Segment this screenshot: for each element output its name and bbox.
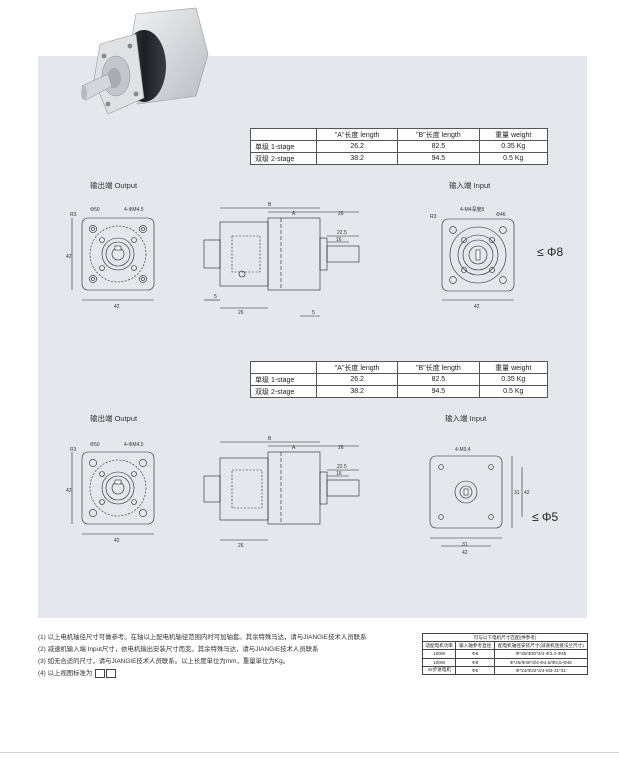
dim-22-5-top: 22.5 xyxy=(337,230,347,236)
dim-b-top: B xyxy=(268,202,272,208)
dim-31-v-bottom: 31 xyxy=(514,490,520,496)
dim-16-top: 16 xyxy=(336,237,342,243)
dim-26-side-top: 26 xyxy=(238,310,244,316)
dim-a-top: A xyxy=(292,211,296,217)
table-row: 100W Φ8 Φ*25/Φ30*3/4-Φ3.4-Φ45 xyxy=(421,649,589,659)
spec-table-top: "A"长度 length "B"长度 length 重量 weight 单级 1… xyxy=(250,128,549,165)
table-header-row: 适配电机功率 输入轴参考直径 配电机轴径安装尺寸(减速机连接法兰尺寸) xyxy=(421,641,589,651)
dim-phi50-top: Φ50 xyxy=(90,207,100,213)
table-cell: Φ*25/Φ30*3/4-Φ3.4-Φ45 xyxy=(493,649,589,659)
note-1: (1) 以上电机轴径尺寸可做参考。在轴以上配电机轴径范围内时可加轴套。其余特殊马… xyxy=(38,634,367,641)
projection-symbol-icon xyxy=(95,668,106,678)
table-header-cell: 配电机轴径安装尺寸(减速机连接法兰尺寸) xyxy=(493,641,589,651)
table-row: 双级 2-stage 38.2 94.5 0.5 Kg xyxy=(250,385,549,398)
table-cell: 0.5 Kg xyxy=(478,152,549,165)
output-front-view-top xyxy=(71,217,155,301)
dim-26-side-bottom: 26 xyxy=(238,543,244,549)
table-cell: 100W xyxy=(421,649,457,659)
table-title-row: 可与以下电机尺寸匹配(供参考) xyxy=(422,632,588,643)
table-header-cell: 输入轴参考直径 xyxy=(455,641,495,651)
dim-5b-top: 5 xyxy=(312,310,315,316)
spec-table-bottom: "A"长度 length "B"长度 length 重量 weight 单级 1… xyxy=(250,361,549,398)
table-cell: 双级 2-stage xyxy=(250,152,317,165)
table-cell: 42步进电机 xyxy=(421,665,457,675)
table-cell: Φ8 xyxy=(455,649,495,659)
table-row: 42步进电机 Φ5 Φ*24/Φ22*2/4-M3-31*31 xyxy=(421,665,589,675)
dim-r3-in-top: R3 xyxy=(430,214,437,220)
gearbox-product-image xyxy=(81,7,209,115)
dim-42-v-bottom: 42 xyxy=(524,490,530,496)
dim-holes-in-bottom: 4-M3.4 xyxy=(455,447,471,453)
dim-b-bottom: B xyxy=(268,436,272,442)
table-row: 单级 1-stage 26.2 82.5 0.35 Kg xyxy=(250,140,549,153)
footer-divider xyxy=(0,752,619,753)
dim-31-bottom: 31 xyxy=(462,542,468,548)
note-4: (4) 以上视图标准为 xyxy=(38,668,418,680)
table-row: 单级 1-stage 26.2 82.5 0.35 Kg xyxy=(250,373,549,386)
table-cell: Φ5 xyxy=(455,665,495,675)
note-3: (3) 如无合适的尺寸，请与JIANGIE技术人员联系。以上长度单位为mm，重量… xyxy=(38,658,290,665)
dim-26-top: 26 xyxy=(338,211,344,217)
projection-view-icon xyxy=(106,668,117,678)
dim-26-bottom: 26 xyxy=(338,445,344,451)
output-label-top: 输出端 Output xyxy=(90,181,138,190)
dim-16-bottom: 16 xyxy=(336,471,342,477)
input-front-view-top xyxy=(441,218,515,301)
table-cell: Φ*24/Φ22*2/4-M3-31*31 xyxy=(493,665,589,675)
table-row: 双级 2-stage 38.2 94.5 0.5 Kg xyxy=(250,152,549,165)
side-view-top xyxy=(203,207,360,317)
motor-adaptation-table: 可与以下电机尺寸匹配(供参考) 适配电机功率 输入轴参考直径 配电机轴径安装尺寸… xyxy=(421,632,589,675)
table-cell: 100W xyxy=(421,657,457,667)
notes: (1) 以上电机轴径尺寸可做参考。在轴以上配电机轴径范围内时可加轴套。其余特殊马… xyxy=(38,632,418,680)
side-view-bottom xyxy=(203,441,360,541)
dim-42-out-v-top: 42 xyxy=(66,254,72,260)
input-shaft-max-diameter-bottom: ≤ Φ5 xyxy=(532,510,559,524)
note-4-text: (4) 以上视图标准为 xyxy=(38,670,93,677)
dim-42-out-top: 42 xyxy=(114,304,120,310)
dim-22-5-bottom: 22.5 xyxy=(337,464,347,470)
dim-42-in-bottom: 42 xyxy=(462,550,468,556)
dim-phi50-bottom: Φ50 xyxy=(90,442,100,448)
dim-r3-top: R3 xyxy=(70,212,77,218)
note-2: (2) 减速机输入端 Input尺寸，依电机输出安装尺寸而变。其余特殊马达，请与… xyxy=(38,646,319,653)
dim-42-in-top: 42 xyxy=(474,304,480,310)
output-front-view-bottom xyxy=(71,451,155,535)
table-cell: 0.5 Kg xyxy=(478,385,549,398)
table-title: 可与以下电机尺寸匹配(供参考) xyxy=(422,632,588,643)
table-row: 100W Φ8 Φ*25/Φ30*3/4-Φ4.5/Φ3.5-Φ46 xyxy=(421,657,589,667)
input-front-view-bottom xyxy=(429,455,523,547)
dim-42-out-bottom: 42 xyxy=(114,538,120,544)
table-cell: Φ*25/Φ30*3/4-Φ4.5/Φ3.5-Φ46 xyxy=(493,657,589,667)
input-shaft-max-diameter-top: ≤ Φ8 xyxy=(537,245,564,259)
input-label-bottom: 输入端 Input xyxy=(445,414,487,423)
dim-phi46-top: Φ46 xyxy=(496,212,506,218)
table-cell: 38.2 xyxy=(315,385,399,398)
dim-42-out-v-bottom: 42 xyxy=(66,488,72,494)
input-label-top: 输入端 Input xyxy=(449,181,491,190)
dim-holes-out-bottom: 4-ΦM4.5 xyxy=(124,442,144,448)
dim-holes-in-top: 4-M4深度8 xyxy=(460,206,484,213)
dim-5-top: 5 xyxy=(214,294,217,300)
dim-holes-out-top: 4-ΦM4.5 xyxy=(124,207,144,213)
table-cell: Φ8 xyxy=(455,657,495,667)
dim-r3-bottom: R3 xyxy=(70,447,77,453)
dim-a-bottom: A xyxy=(292,445,296,451)
table-header-cell: 适配电机功率 xyxy=(421,641,457,651)
output-label-bottom: 输出端 Output xyxy=(90,414,138,423)
